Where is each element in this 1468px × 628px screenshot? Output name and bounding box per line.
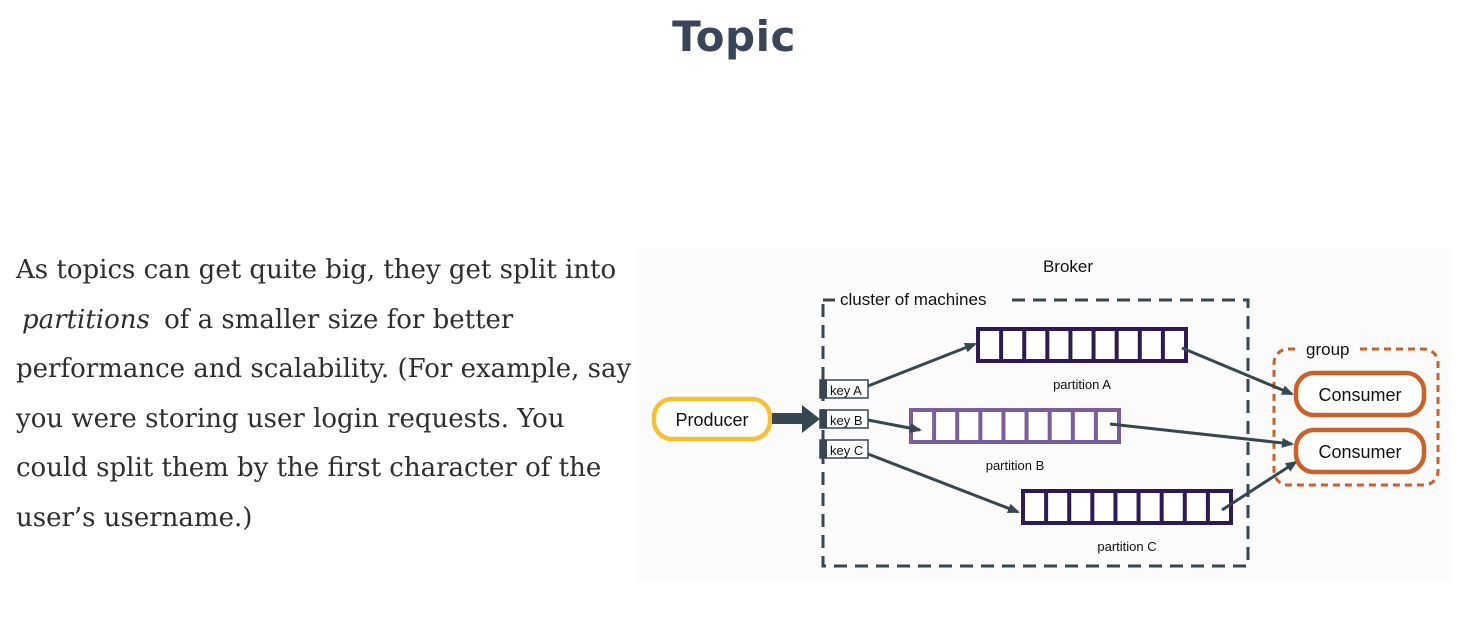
partition-cell bbox=[1071, 493, 1091, 521]
arrow-partition-a-to-consumer-1 bbox=[1181, 346, 1294, 396]
producer-arrow-head bbox=[802, 405, 820, 433]
arrow-key-a-to-partition-a bbox=[867, 342, 977, 388]
partition-cell bbox=[1003, 331, 1023, 359]
partition-cell bbox=[1186, 493, 1206, 521]
group-label-bg bbox=[1300, 338, 1356, 360]
key-label: key B bbox=[830, 413, 863, 428]
topic-diagram: Broker cluster of machines group Produce… bbox=[636, 248, 1452, 582]
partition-a bbox=[976, 327, 1188, 363]
partition-cell bbox=[1164, 331, 1184, 359]
cluster-label-bg bbox=[835, 286, 1011, 312]
partition-cell bbox=[1097, 412, 1117, 440]
partition-cell bbox=[1074, 412, 1094, 440]
key-tag-b: key B bbox=[819, 409, 869, 429]
partition-cell bbox=[959, 412, 979, 440]
partition-cell bbox=[1094, 493, 1114, 521]
group-label: group bbox=[1306, 340, 1349, 359]
arrow-partition-b-to-consumer-2 bbox=[1109, 422, 1294, 448]
cluster-label: cluster of machines bbox=[840, 290, 986, 309]
partition-cell bbox=[1026, 331, 1046, 359]
partition-cell bbox=[980, 331, 1000, 359]
consumer-label-2: Consumer bbox=[1318, 442, 1401, 462]
key-tag-a: key A bbox=[819, 379, 869, 399]
producer-label: Producer bbox=[675, 410, 748, 430]
arrow-key-c-to-partition-c bbox=[867, 452, 1020, 514]
partition-cell bbox=[1051, 412, 1071, 440]
key-label: key C bbox=[830, 443, 863, 458]
partition-a-label: partition A bbox=[1053, 377, 1111, 392]
consumer-box-2 bbox=[1293, 427, 1427, 475]
page-title: Topic bbox=[672, 12, 796, 61]
partition-cell bbox=[1025, 493, 1045, 521]
key-tag-c: key C bbox=[819, 439, 869, 459]
partition-cell bbox=[1209, 493, 1229, 521]
partition-c-label: partition C bbox=[1097, 539, 1156, 554]
partition-cell bbox=[1140, 493, 1160, 521]
partition-cell bbox=[1095, 331, 1115, 359]
partition-cell bbox=[982, 412, 1002, 440]
consumer-box-1 bbox=[1293, 370, 1427, 418]
partition-cell bbox=[936, 412, 956, 440]
arrow-partition-c-to-consumer-2 bbox=[1221, 460, 1298, 512]
description-part-2: of a smaller size for better performance… bbox=[16, 304, 632, 533]
broker-label: Broker bbox=[1043, 257, 1093, 276]
arrow-key-b-to-partition-b bbox=[867, 418, 922, 434]
partition-c bbox=[1021, 489, 1233, 525]
diagram-canvas: Broker cluster of machines group Produce… bbox=[651, 257, 1440, 568]
producer-arrow-shaft bbox=[772, 413, 804, 424]
partition-cell bbox=[1163, 493, 1183, 521]
partition-cell bbox=[1049, 331, 1069, 359]
producer-box bbox=[651, 396, 773, 442]
partition-cell bbox=[1118, 331, 1138, 359]
cluster-box bbox=[821, 298, 1250, 568]
partition-cell bbox=[1028, 412, 1048, 440]
partition-b-label: partition B bbox=[986, 458, 1045, 473]
partition-cell bbox=[913, 412, 933, 440]
partition-cell bbox=[1117, 493, 1137, 521]
partition-cell bbox=[1072, 331, 1092, 359]
description-emphasis: partitions bbox=[22, 304, 150, 335]
key-label: key A bbox=[830, 383, 862, 398]
partition-b bbox=[909, 408, 1121, 444]
partition-cell bbox=[1005, 412, 1025, 440]
description-text: As topics can get quite big, they get sp… bbox=[16, 246, 636, 543]
partition-cell bbox=[1141, 331, 1161, 359]
partition-cell bbox=[1048, 493, 1068, 521]
description-part-1: As topics can get quite big, they get sp… bbox=[16, 255, 617, 285]
consumer-label-1: Consumer bbox=[1318, 385, 1401, 405]
